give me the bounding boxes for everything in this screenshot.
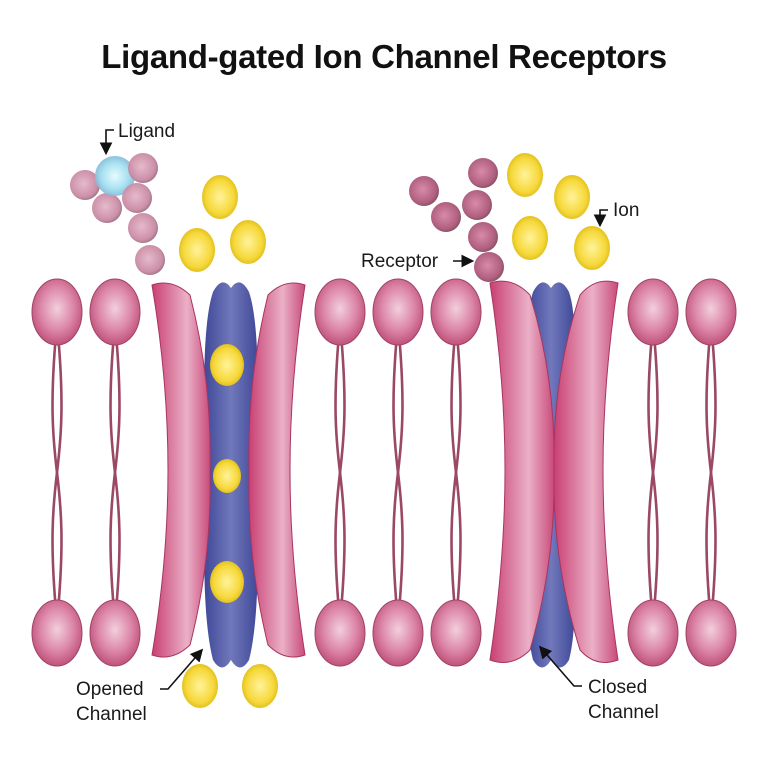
lipid-head-top bbox=[627, 278, 679, 346]
receptor-bead bbox=[128, 213, 158, 243]
channel-subunit-left bbox=[489, 280, 555, 663]
receptor-bead bbox=[468, 158, 498, 188]
lipid-head-bottom bbox=[89, 599, 141, 667]
receptor-bead bbox=[474, 252, 504, 282]
receptor-bead bbox=[409, 176, 439, 206]
ion-label: Ion bbox=[613, 200, 639, 221]
phospholipid bbox=[89, 278, 141, 667]
receptor-bead bbox=[92, 193, 122, 223]
lipid-head-top bbox=[430, 278, 482, 346]
lipid-tail bbox=[454, 340, 462, 605]
closed-channel-label-line1: Closed bbox=[588, 677, 647, 698]
channel-subunit-left bbox=[151, 282, 211, 658]
label-receptor: Receptor bbox=[361, 251, 475, 272]
ion bbox=[182, 664, 218, 708]
lipid-head-top bbox=[89, 278, 141, 346]
ion-in-pore bbox=[213, 459, 241, 493]
lipid-tail bbox=[113, 340, 121, 605]
label-ligand: Ligand bbox=[99, 121, 175, 156]
ion bbox=[507, 153, 543, 197]
receptor-bead bbox=[128, 153, 158, 183]
ion bbox=[574, 226, 610, 270]
ligand-receptor-left bbox=[70, 153, 165, 275]
lipid-tail bbox=[338, 340, 346, 605]
ion bbox=[554, 175, 590, 219]
channel-subunit-right bbox=[248, 282, 306, 658]
lipid-tail bbox=[396, 340, 404, 605]
lipid-head-bottom bbox=[685, 599, 737, 667]
lipid-tail bbox=[709, 340, 717, 605]
lipid-head-top bbox=[372, 278, 424, 346]
ion-in-pore bbox=[210, 561, 244, 603]
phospholipid bbox=[430, 278, 482, 667]
lipid-head-top bbox=[685, 278, 737, 346]
channel-subunit-right bbox=[553, 280, 619, 663]
opened-channel-arrow-icon bbox=[160, 648, 204, 690]
opened-channel-label-line2: Channel bbox=[76, 704, 147, 725]
lipid-head-bottom bbox=[430, 599, 482, 667]
label-opened-channel: Opened Channel bbox=[76, 648, 204, 725]
lipid-head-bottom bbox=[31, 599, 83, 667]
phospholipid bbox=[372, 278, 424, 667]
open-channel bbox=[151, 282, 306, 668]
ion bbox=[179, 228, 215, 272]
ligand-arrow-icon bbox=[99, 129, 114, 156]
receptor-bead bbox=[122, 183, 152, 213]
phospholipid bbox=[685, 278, 737, 667]
lipid-head-top bbox=[31, 278, 83, 346]
receptor-bead bbox=[462, 190, 492, 220]
ion-in-pore bbox=[210, 344, 244, 386]
closed-channel-arrow-icon bbox=[538, 645, 582, 687]
lipid-head-bottom bbox=[314, 599, 366, 667]
lipid-tail bbox=[651, 340, 659, 605]
lipid-head-top bbox=[314, 278, 366, 346]
receptor-bead bbox=[468, 222, 498, 252]
receptor-bead bbox=[70, 170, 100, 200]
ion-arrow-icon bbox=[593, 209, 608, 228]
closed-channel bbox=[489, 280, 619, 668]
phospholipid bbox=[627, 278, 679, 667]
receptor-right bbox=[409, 158, 504, 282]
ligand-label: Ligand bbox=[118, 121, 175, 142]
label-closed-channel: Closed Channel bbox=[538, 645, 659, 723]
lipid-tail bbox=[55, 340, 63, 605]
phospholipid bbox=[31, 278, 83, 667]
ions-outside bbox=[179, 153, 610, 708]
lipid-head-bottom bbox=[372, 599, 424, 667]
phospholipid bbox=[314, 278, 366, 667]
phospholipid-group bbox=[31, 278, 737, 667]
ligand-icon bbox=[95, 156, 135, 196]
lipid-head-bottom bbox=[627, 599, 679, 667]
closed-channel-label-line2: Channel bbox=[588, 702, 659, 723]
ion bbox=[242, 664, 278, 708]
opened-channel-label-line1: Opened bbox=[76, 679, 144, 700]
page-title: Ligand-gated Ion Channel Receptors bbox=[101, 38, 667, 75]
label-ion: Ion bbox=[593, 200, 639, 228]
receptor-bead bbox=[135, 245, 165, 275]
receptor-label: Receptor bbox=[361, 251, 439, 272]
ion bbox=[202, 175, 238, 219]
ion bbox=[230, 220, 266, 264]
ion bbox=[512, 216, 548, 260]
receptor-bead bbox=[431, 202, 461, 232]
